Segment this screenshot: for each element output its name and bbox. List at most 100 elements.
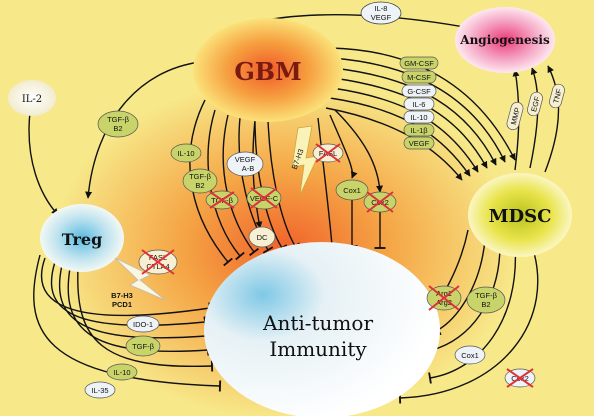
svg-text:PCD1: PCD1	[112, 300, 132, 309]
pill-il8-vegf: IL-8 VEGF	[360, 1, 402, 25]
svg-text:VEGF: VEGF	[409, 139, 430, 148]
inhibit-treg-imm-2	[50, 261, 207, 328]
svg-text:Arg1: Arg1	[436, 289, 452, 298]
pill-g-csf: G-CSF	[401, 84, 437, 98]
svg-text:Cox1: Cox1	[343, 186, 361, 195]
node-gbm: GBM	[193, 18, 343, 122]
pill-fasl-ctla4: FASL CTLA4	[138, 249, 178, 275]
svg-text:IL-10: IL-10	[113, 368, 130, 377]
inhibit-treg-imm-6	[33, 254, 222, 392]
arrow-gbm-mdsc-1	[329, 47, 516, 161]
pill-vegf-c: VEGF-C	[246, 186, 282, 210]
inhibit-treg-imm-1	[40, 257, 212, 317]
pill-arg1-arg2: Arg1 Arg2	[426, 285, 462, 311]
pill-tgfb3-gbm: TGF-β	[205, 190, 239, 210]
arrow-gbm-dc	[252, 119, 263, 229]
immunity-label-line1: Anti-tumor	[262, 311, 373, 335]
pill-vegf-ab: VEGF A-B	[226, 151, 264, 177]
inhibition-x-icon	[366, 191, 394, 213]
inhibit-treg-imm-3	[58, 264, 208, 342]
pill-vegf-mdsc: VEGF	[403, 136, 435, 150]
pill-tnf: TNF	[549, 83, 565, 109]
inhibit-mdsc-imm-2	[434, 239, 486, 336]
inhibition-x-icon	[428, 285, 460, 311]
angiogenesis-label: Angiogenesis	[459, 33, 550, 47]
svg-text:TGF-β: TGF-β	[132, 342, 154, 351]
arrow-gbm-mdsc-3	[332, 67, 497, 166]
node-anti-tumor-immunity: Anti-tumor Immunity	[204, 242, 440, 416]
vegf-label: VEGF	[371, 13, 392, 22]
pill-cox2-mdsc: Cox2	[504, 368, 536, 388]
dc-label: DC	[257, 233, 268, 242]
svg-text:A-B: A-B	[242, 164, 255, 173]
svg-text:IL-10: IL-10	[410, 113, 427, 122]
svg-text:CTLA4: CTLA4	[146, 262, 169, 271]
node-dc: DC	[248, 226, 276, 248]
svg-text:Cox1: Cox1	[461, 351, 479, 360]
inhibition-x-icon	[141, 249, 175, 275]
svg-text:TGF-β: TGF-β	[475, 291, 497, 300]
arrow-gbm-cox2	[334, 109, 384, 193]
svg-text:TGF-β: TGF-β	[107, 115, 129, 124]
arrow-il2-treg	[28, 111, 59, 216]
inhibit-mdsc-imm-5	[398, 239, 539, 404]
pill-egf: EGF	[527, 91, 543, 117]
svg-text:B2: B2	[113, 124, 122, 133]
pill-il1b: IL-1β	[403, 123, 435, 137]
pill-il35: IL-35	[84, 381, 116, 399]
svg-text:M-CSF: M-CSF	[407, 73, 431, 82]
treg-lightning-icon	[114, 257, 166, 301]
node-angiogenesis: Angiogenesis	[455, 7, 555, 73]
pill-m-csf: M-CSF	[401, 70, 437, 84]
pill-il6: IL-6	[403, 97, 435, 111]
gbm-immunity-factors: IL-10 TGF-β B2 VEGF A-B TGF-β VEGF-C B7-…	[170, 125, 397, 213]
arrow-gbm-mdsc-4	[332, 77, 488, 169]
inhibit-mdsc-imm-4	[428, 244, 517, 384]
inhibition-x-icon	[209, 191, 235, 209]
svg-text:Arg2: Arg2	[436, 298, 452, 307]
pill-il10-mdsc: IL-10	[403, 110, 435, 124]
svg-text:G-CSF: G-CSF	[407, 87, 431, 96]
pill-tgfb-treg: TGF-β	[125, 335, 161, 357]
svg-text:B7-H3: B7-H3	[111, 291, 133, 300]
il2-label: IL-2	[22, 94, 42, 105]
pill-cox2-gbm: Cox2	[363, 191, 397, 213]
pill-ido1: IDO-1	[126, 315, 160, 333]
svg-text:B2: B2	[481, 300, 490, 309]
label-b7h3-pcd1: B7-H3 PCD1	[111, 291, 133, 309]
treg-immunity-factors: FASL CTLA4 B7-H3 PCD1 IDO-1 TGF-β IL-10 …	[84, 249, 178, 399]
arrow-gbm-cox1	[329, 114, 358, 179]
node-mdsc: MDSC	[468, 173, 572, 257]
node-il2: IL-2	[8, 80, 56, 116]
node-treg: Treg	[40, 204, 124, 272]
inhibition-x-icon	[506, 368, 534, 388]
inhibit-gbm-imm-7	[317, 117, 338, 248]
svg-text:FASL: FASL	[149, 253, 167, 262]
inhibit-treg-imm-5	[77, 267, 214, 372]
inhibit-mdsc-imm-3	[429, 244, 501, 356]
arrow-mdsc-angio-3	[544, 65, 560, 173]
pill-il10-gbm: IL-10	[170, 143, 202, 163]
pill-tgfb2-gbm: TGF-β B2	[182, 168, 218, 194]
treg-label: Treg	[62, 230, 103, 249]
gbm-label: GBM	[234, 57, 301, 86]
pill-gm-csf: GM-CSF	[399, 56, 439, 70]
pill-tgfb2-treg: TGF-β B2	[97, 110, 139, 138]
svg-text:IL-35: IL-35	[91, 386, 108, 395]
svg-text:MMP: MMP	[509, 107, 522, 126]
pill-cox1-mdsc: Cox1	[454, 345, 486, 365]
mdsc-immunity-factors: Arg1 Arg2 TGF-β B2 Cox1 Cox2	[426, 285, 536, 388]
b7h3-lightning-icon: B7-H3	[290, 125, 319, 196]
gbm-mdsc-factors: GM-CSF M-CSF G-CSF IL-6 IL-10 IL-1β VEGF	[399, 56, 439, 150]
inhibition-x-icon	[250, 187, 278, 209]
svg-text:TGF-β: TGF-β	[189, 172, 211, 181]
pill-tgfb-mdsc: TGF-β B2	[466, 286, 506, 314]
pill-mmp: MMP	[506, 101, 524, 131]
pill-fasl-gbm: FASL	[312, 143, 344, 163]
arrow-gbm-mdsc-2	[331, 57, 506, 163]
inhibition-x-icon	[315, 143, 341, 163]
svg-text:IL-10: IL-10	[177, 149, 194, 158]
svg-text:IDO-1: IDO-1	[133, 320, 153, 329]
pill-cox1-gbm: Cox1	[335, 179, 369, 201]
immunity-label-line2: Immunity	[269, 337, 367, 361]
